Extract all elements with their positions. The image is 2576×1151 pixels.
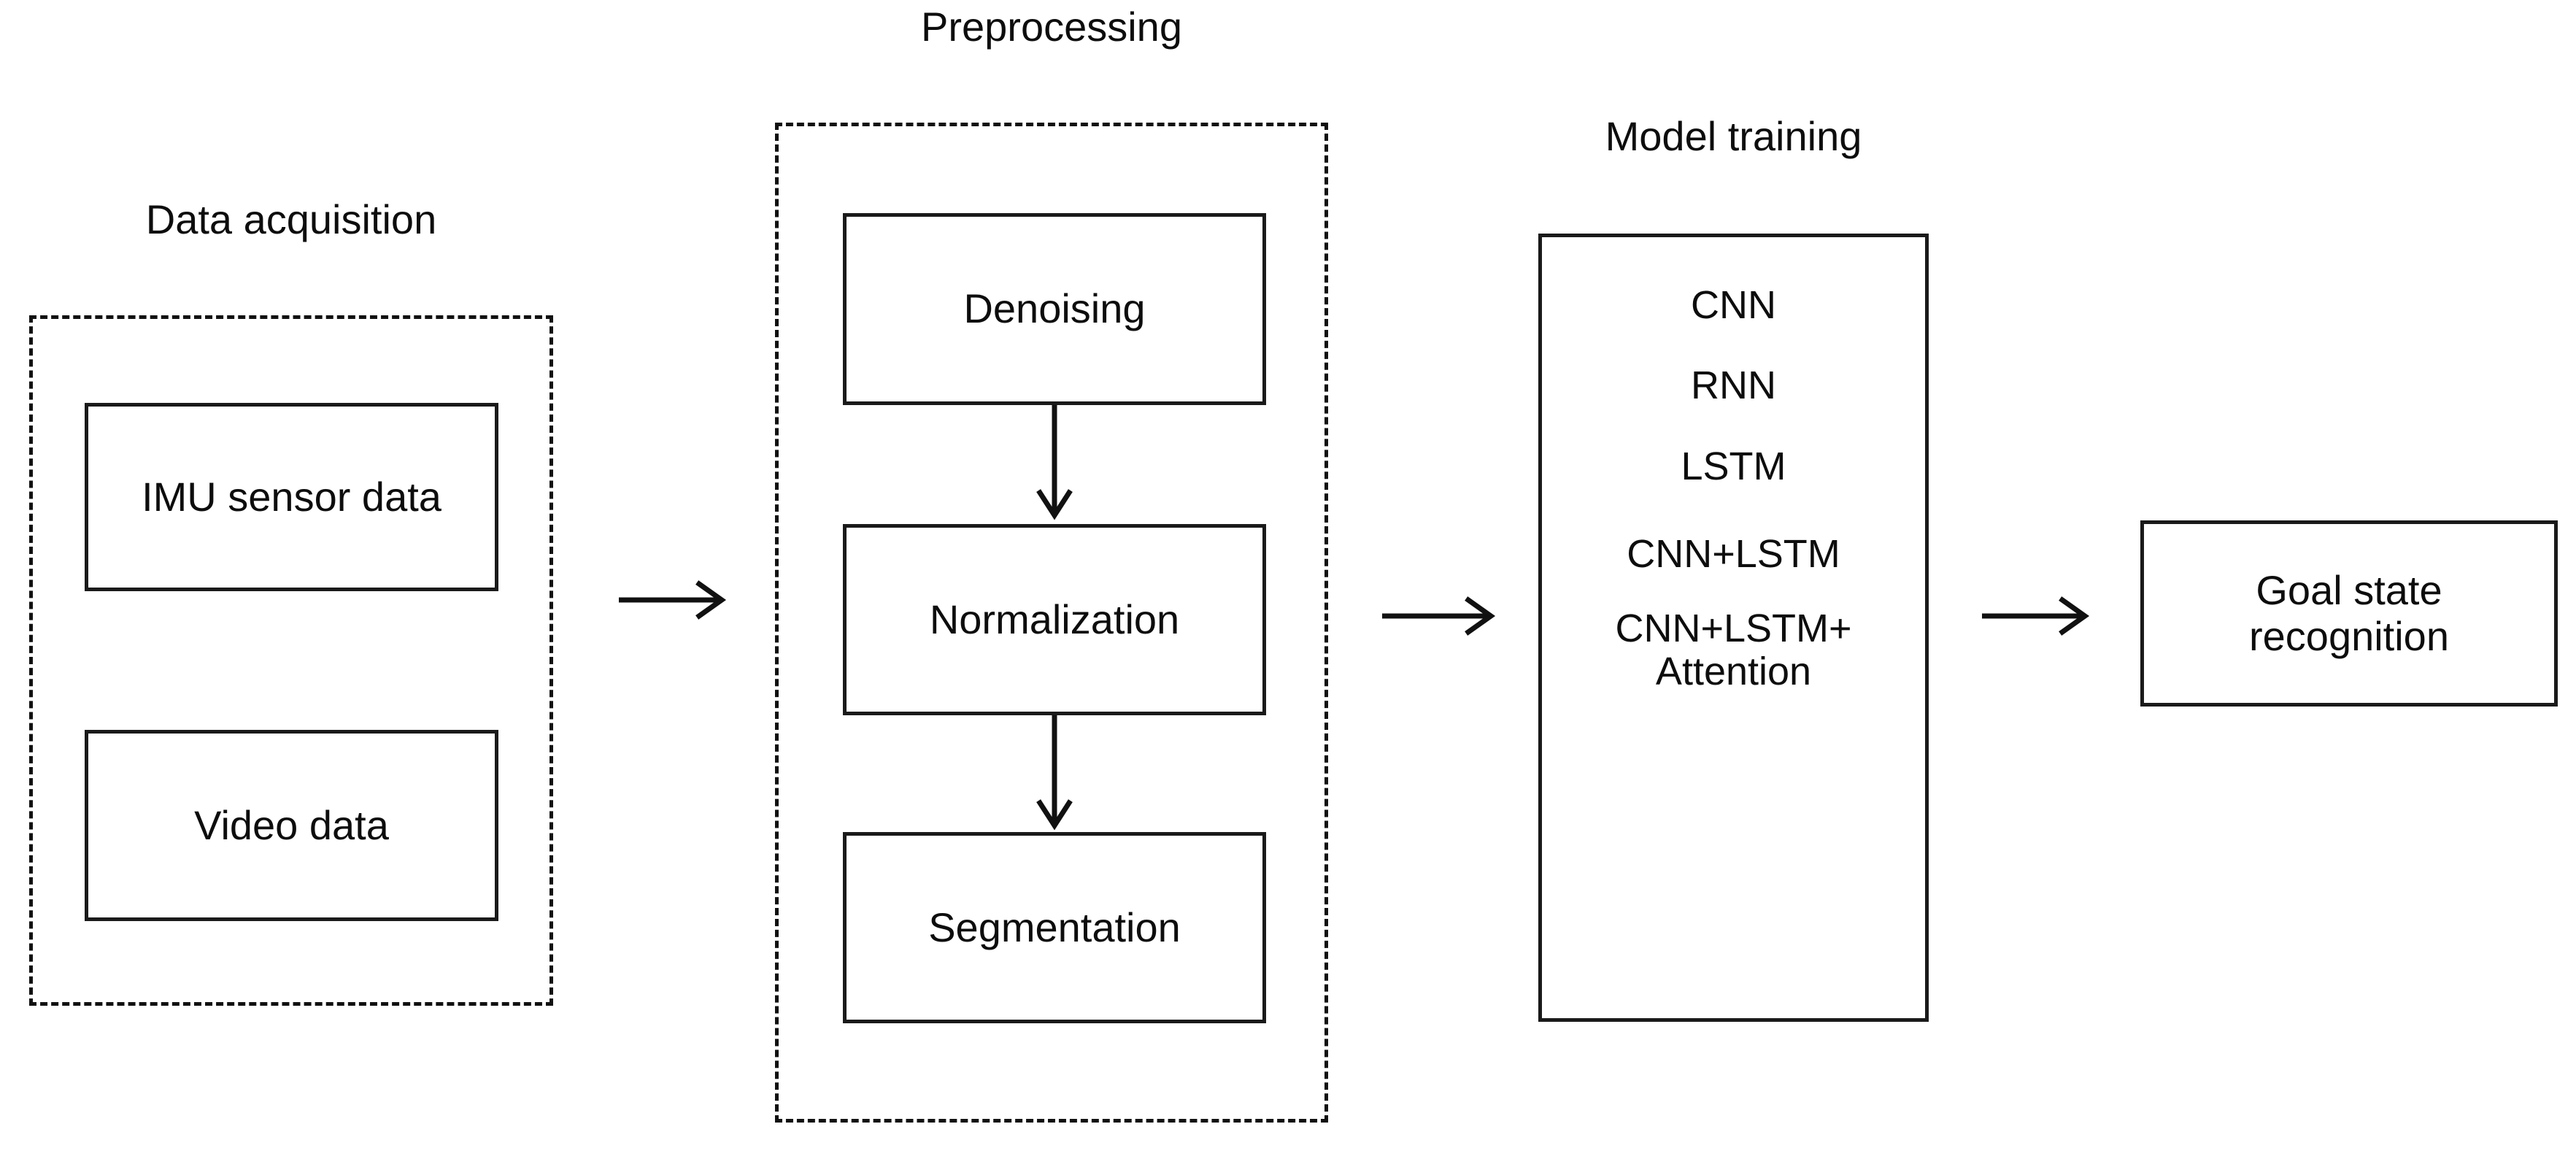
model-item-lstm: LSTM: [1681, 444, 1786, 488]
model-item-rnn: RNN: [1691, 363, 1776, 408]
denoising-box[interactable]: Denoising: [843, 213, 1266, 405]
arrow-right-icon-preprocessing-to-training: [1381, 593, 1505, 639]
model-training-box[interactable]: CNN RNN LSTM CNN+LSTM CNN+LSTM+ Attentio…: [1538, 234, 1929, 1022]
normalization-label: Normalization: [929, 596, 1180, 642]
arrow-down-icon-normalization-to-segmentation: [1030, 715, 1079, 836]
model-item-cnn-lstm-attention: CNN+LSTM+ Attention: [1615, 607, 1852, 693]
imu-sensor-data-label: IMU sensor data: [142, 473, 441, 520]
arrow-down-icon-denoising-to-normalization: [1030, 405, 1079, 526]
data-acquisition-group: [29, 315, 553, 1006]
goal-state-recognition-box[interactable]: Goal state recognition: [2140, 520, 2558, 707]
preprocessing-title: Preprocessing: [921, 4, 1182, 50]
imu-sensor-data-box[interactable]: IMU sensor data: [85, 403, 498, 591]
goal-state-recognition-label: Goal state recognition: [2249, 566, 2449, 659]
video-data-label: Video data: [194, 801, 389, 848]
segmentation-box[interactable]: Segmentation: [843, 832, 1266, 1023]
preprocessing-group: [775, 123, 1328, 1123]
model-item-cnn: CNN: [1691, 283, 1776, 327]
arrow-right-icon-training-to-output: [1981, 593, 2097, 639]
model-training-title: Model training: [1605, 113, 1862, 159]
data-acquisition-title: Data acquisition: [145, 196, 437, 242]
video-data-box[interactable]: Video data: [85, 730, 498, 921]
denoising-label: Denoising: [963, 285, 1146, 332]
segmentation-label: Segmentation: [928, 904, 1181, 950]
normalization-box[interactable]: Normalization: [843, 524, 1266, 715]
arrow-right-icon-acquisition-to-preprocessing: [617, 577, 734, 623]
model-item-cnn-lstm: CNN+LSTM: [1627, 531, 1840, 576]
